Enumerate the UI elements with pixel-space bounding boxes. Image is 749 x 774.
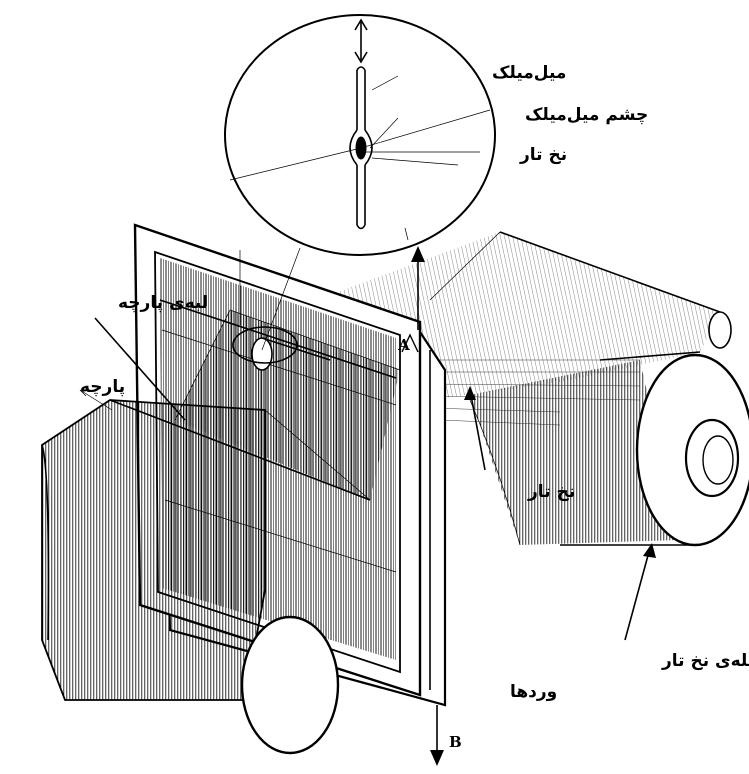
breast-beam-end	[251, 337, 273, 371]
label-heddle: میل‌میلک	[492, 63, 566, 83]
warp-beam	[469, 351, 749, 547]
front-roller-end	[240, 615, 340, 755]
label-cloth-edge: لبه‌ی پارچه	[118, 293, 208, 313]
leader-lines	[79, 317, 656, 641]
warp-threads-middle	[429, 359, 641, 426]
detail-region-marker	[232, 326, 298, 364]
warp-sheet-front	[174, 309, 401, 500]
frame-motion-arrows	[404, 227, 444, 766]
label-cloth: پارچه	[80, 377, 125, 397]
label-warp-yarn-top: نخ تار	[519, 145, 567, 165]
magnified-heddle-inset	[224, 14, 496, 364]
label-warp-beam: چله‌ی نخ تار	[661, 651, 749, 671]
label-frame-a: A	[397, 336, 410, 354]
warp-beam-hub	[684, 418, 740, 498]
cloth-roll	[41, 337, 371, 755]
label-harnesses: وردها	[510, 682, 557, 702]
back-roller	[708, 311, 732, 349]
label-frame-b: B	[449, 733, 462, 751]
label-heddle-eye: چشم میل‌میلک	[525, 105, 648, 125]
label-warp-yarn-middle: نخ تار	[527, 482, 575, 502]
